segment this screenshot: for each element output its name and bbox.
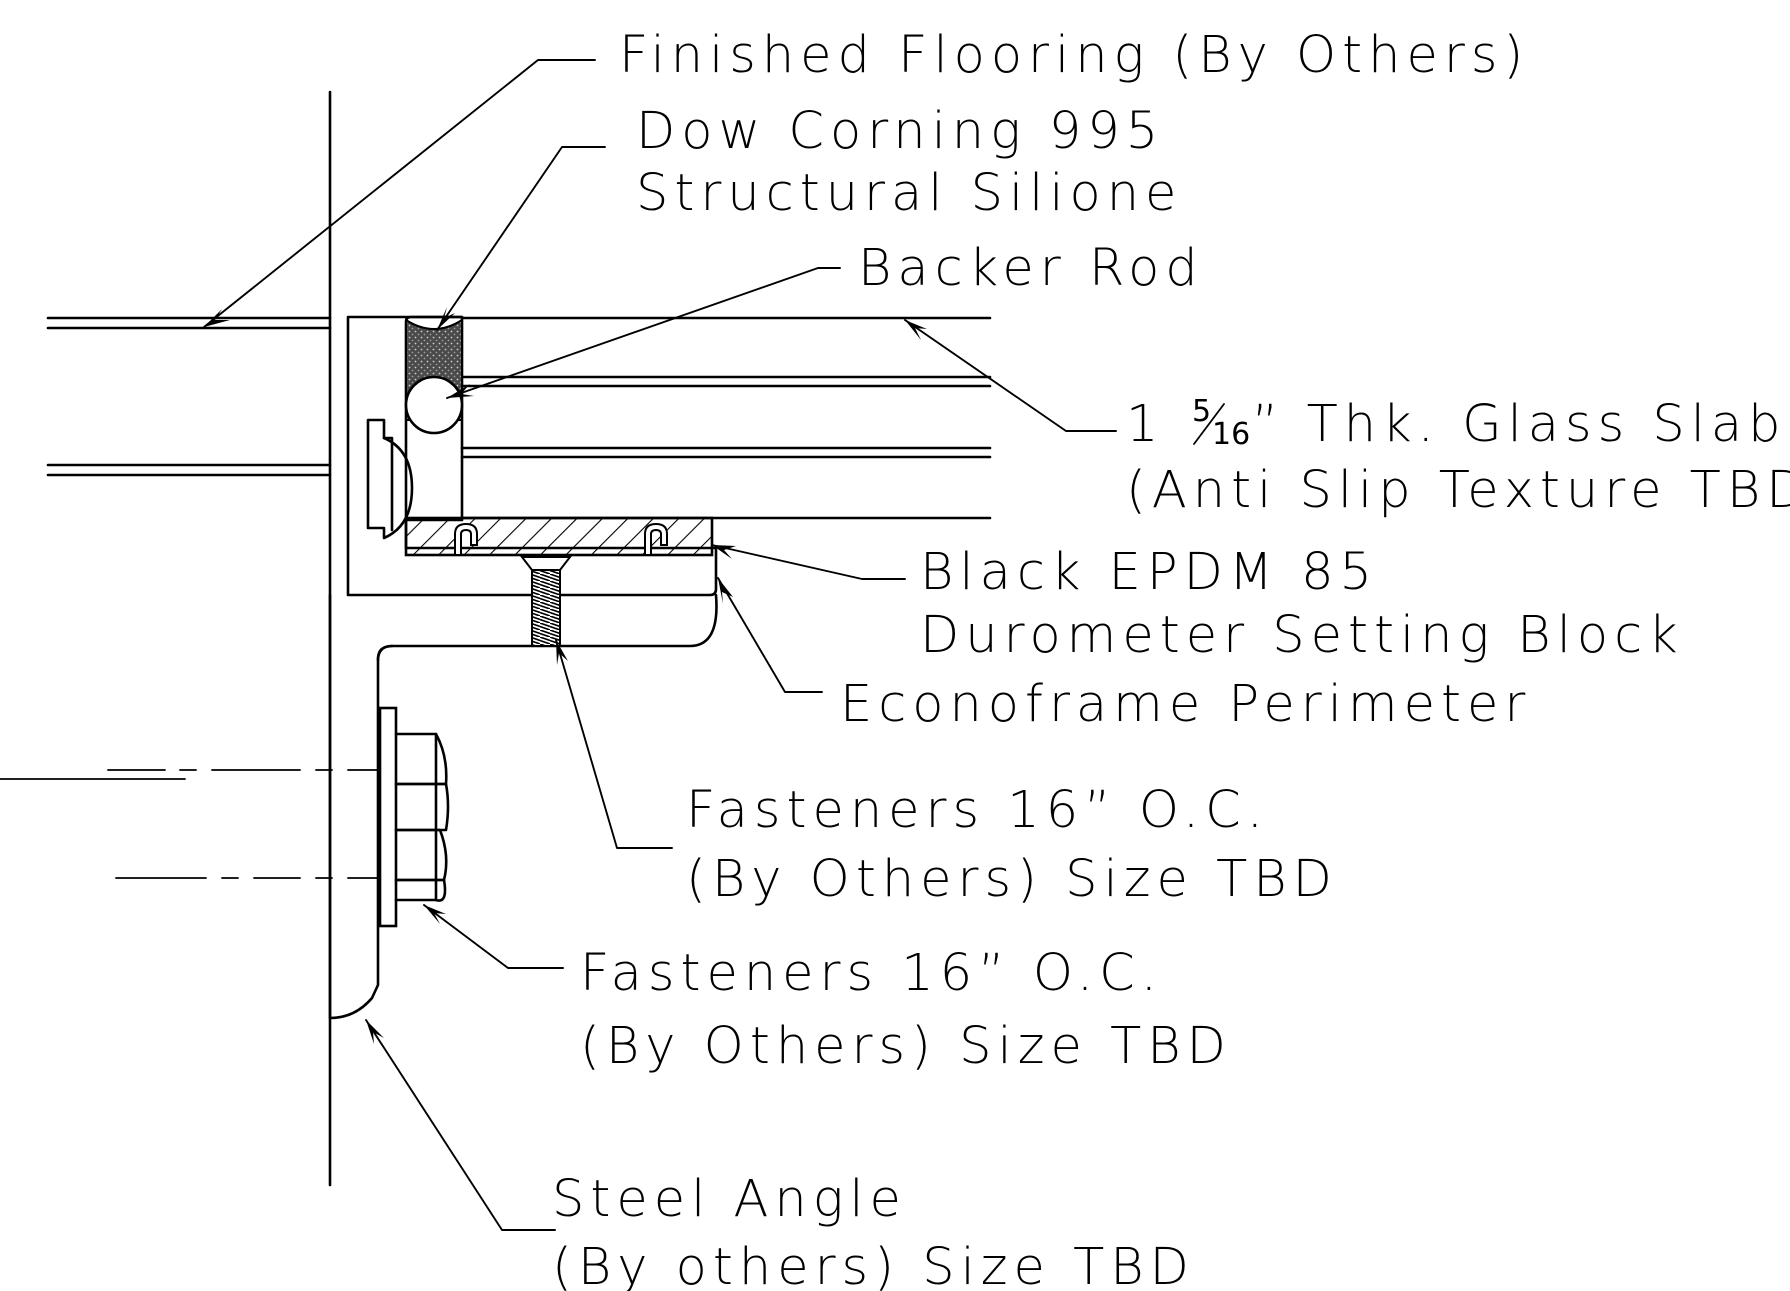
- leader-steel-angle: [365, 1019, 556, 1231]
- label-silicone-line1: Dow Corning 995: [636, 102, 1164, 161]
- leader-backer-rod: [446, 267, 841, 399]
- leader-setting-block: [711, 544, 906, 580]
- screw-fastener: [519, 556, 573, 647]
- glass-slab: [460, 316, 992, 520]
- label-fasteners-top-line2: (By Others) Size TBD: [686, 850, 1338, 909]
- label-steel-angle-line2: (By others) Size TBD: [552, 1238, 1195, 1291]
- label-econoframe: Econoframe Perimeter: [840, 675, 1531, 734]
- leader-glass-slab: [904, 319, 1117, 432]
- finished-flooring: [46, 316, 332, 477]
- label-silicone-line2: Structural Silione: [636, 164, 1182, 223]
- label-backer-rod: Backer Rod: [858, 239, 1204, 298]
- label-finished-flooring: Finished Flooring (By Others): [619, 26, 1529, 85]
- fastener-center-lines: [0, 769, 381, 879]
- leader-silicone: [436, 146, 606, 331]
- label-fasteners-bottom-line1: Fasteners 16” O.C.: [580, 944, 1163, 1003]
- label-glass-slab-line1: 1 5 16 ” Thk. Glass Slab: [1126, 394, 1787, 454]
- leader-fasteners-top: [555, 639, 673, 849]
- leader-econoframe: [717, 577, 823, 693]
- setting-block: [404, 516, 714, 557]
- label-setting-block-line1: Black EPDM 85: [920, 543, 1378, 602]
- label-fasteners-top-line1: Fasteners 16” O.C.: [686, 781, 1269, 840]
- bolt-fastener: [378, 706, 450, 928]
- svg-text:16: 16: [1212, 417, 1250, 452]
- svg-text:1: 1: [1126, 395, 1164, 454]
- leader-fasteners-bottom: [423, 904, 564, 969]
- backer-rod: [404, 375, 464, 435]
- svg-text:5: 5: [1192, 394, 1211, 429]
- leader-finished-flooring: [203, 59, 596, 328]
- steel-angle-leg: [376, 644, 394, 662]
- label-steel-angle-line1: Steel Angle: [552, 1170, 907, 1229]
- label-setting-block-line2: Durometer Setting Block: [920, 606, 1684, 665]
- gasket: [366, 418, 414, 540]
- svg-text:” Thk. Glass Slab: ” Thk. Glass Slab: [1252, 395, 1787, 454]
- label-glass-slab-line2: (Anti Slip Texture TBD): [1126, 461, 1790, 520]
- label-fasteners-bottom-line2: (By Others) Size TBD: [580, 1017, 1232, 1076]
